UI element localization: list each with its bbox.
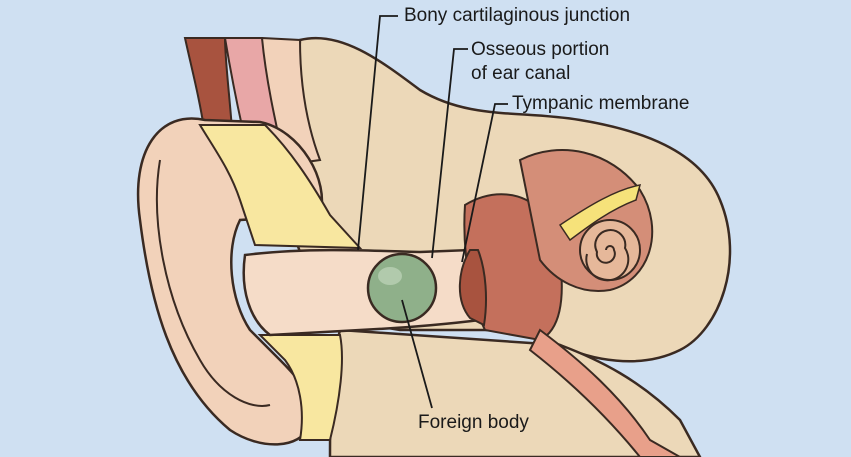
foreign-body xyxy=(366,252,438,324)
scalp-tan xyxy=(260,36,322,167)
label-osseous-line2: of ear canal xyxy=(471,63,571,84)
leader-foreign-body xyxy=(401,299,433,409)
foreign-body-highlight xyxy=(378,267,402,285)
nerve xyxy=(558,184,642,242)
cochlea-spiral xyxy=(585,229,630,282)
label-tympanic-membrane: Tympanic membrane xyxy=(512,93,690,114)
leader-tympanic xyxy=(461,103,508,263)
label-osseous-portion: Osseous portion of ear canal xyxy=(471,38,609,86)
lower-cartilage xyxy=(257,334,343,441)
leader-bony-junction xyxy=(357,15,398,251)
ear-canal xyxy=(242,248,482,337)
label-foreign-body: Foreign body xyxy=(418,412,529,433)
label-bony-cartilaginous-junction: Bony cartilaginous junction xyxy=(404,5,631,26)
label-osseous-line1: Osseous portion xyxy=(471,39,610,60)
leader-osseous xyxy=(431,48,468,259)
upper-cartilage xyxy=(198,124,363,250)
auricle-fold xyxy=(155,159,271,407)
tympanic-membrane xyxy=(458,249,487,327)
eustachian-tube xyxy=(528,328,683,457)
